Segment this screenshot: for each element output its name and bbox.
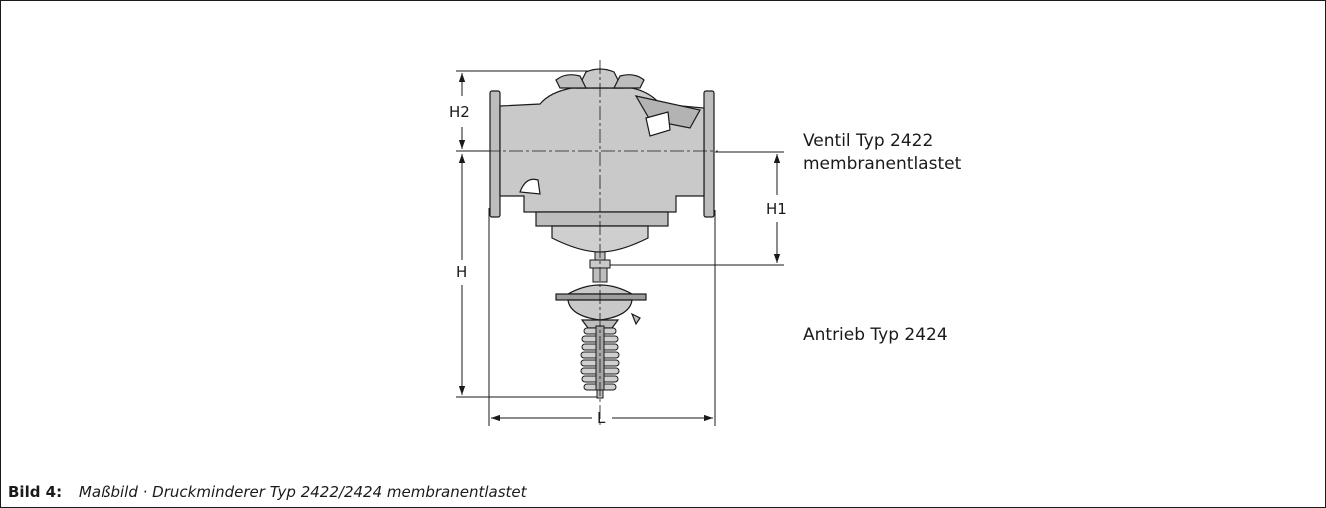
actuator (555, 284, 647, 329)
dimension-h: H (456, 263, 468, 281)
figure-caption: Bild 4: Maßbild · Druckminderer Typ 2422… (8, 483, 527, 501)
dimension-h2: H2 (449, 103, 470, 121)
center-lines (486, 60, 718, 428)
actuator-label: Antrieb Typ 2424 (803, 325, 948, 345)
caption-text: Maßbild · Druckminderer Typ 2422/2424 me… (78, 483, 527, 501)
valve-body (489, 68, 715, 253)
caption-number: Bild 4: (8, 483, 63, 501)
dimension-h1: H1 (766, 200, 787, 218)
valve-label-line2: membranentlastet (803, 154, 962, 174)
dimension-lines (458, 73, 781, 422)
extension-lines (456, 70, 784, 426)
valve-label-line1: Ventil Typ 2422 (803, 131, 934, 151)
dimension-l: L (597, 409, 606, 427)
